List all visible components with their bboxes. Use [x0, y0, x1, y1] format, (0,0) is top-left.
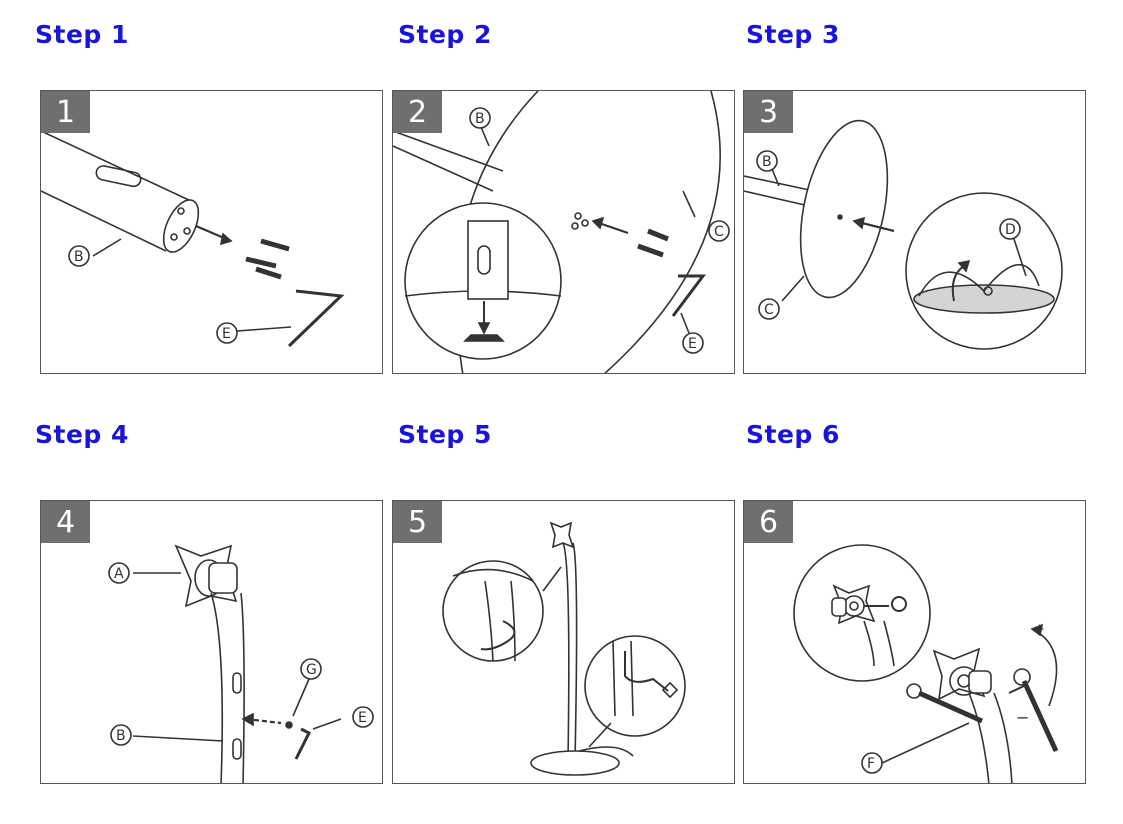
step-6-illustration: F + − [793, 544, 1059, 783]
pad-d [913, 284, 1055, 314]
step-4-illustration: A G E B [108, 544, 374, 783]
leader-c [682, 190, 696, 218]
detail-zoom-top [442, 560, 544, 662]
step-4-panel: 4 A G E B [40, 500, 383, 784]
screw-g [285, 721, 293, 729]
step-2-illustration: B C E [393, 91, 730, 373]
step-4-badge: 4 [41, 501, 90, 543]
cable [578, 746, 634, 757]
screws [637, 228, 669, 258]
wrench-f-left [917, 690, 984, 724]
step-5-title: Step 5 [398, 420, 492, 449]
hex-key-e [287, 289, 345, 348]
tube-b [393, 130, 504, 192]
step-6-panel: 6 F + − [743, 500, 1086, 784]
step-1-illustration: B E [41, 130, 345, 348]
label-g: G [306, 662, 317, 678]
leader-top [542, 566, 562, 592]
label-e: E [358, 710, 367, 726]
label-f: F [867, 756, 875, 772]
step-3-illustration: B C D [744, 119, 1063, 350]
step-6-badge: 6 [744, 501, 793, 543]
pole-b [210, 592, 245, 783]
label-a: A [114, 566, 124, 582]
leader-b [771, 168, 780, 187]
arrow [245, 717, 282, 725]
plus-sign: + [1034, 622, 1045, 637]
leader-b [132, 735, 224, 742]
label-b: B [74, 249, 84, 265]
leader-g [292, 678, 310, 717]
step-6-title: Step 6 [746, 420, 840, 449]
label-e: E [688, 336, 697, 352]
base-plate-c [799, 119, 889, 299]
rotate-arrow [1035, 630, 1058, 707]
leader-e [680, 312, 690, 334]
detail-zoom-bottom [584, 635, 686, 737]
leader-e [236, 326, 292, 332]
step-1-panel: 1 B E [40, 90, 383, 374]
wrench-right [1021, 679, 1059, 753]
screws [245, 238, 290, 280]
minus-sign: − [1016, 708, 1029, 727]
leader-b [92, 238, 122, 257]
step-5-badge: 5 [393, 501, 442, 543]
leader-f [881, 722, 970, 764]
leader-b [480, 126, 490, 147]
step-5-illustration [442, 521, 686, 776]
step-1-title: Step 1 [35, 20, 129, 49]
hex-key-e [294, 727, 312, 760]
label-d: D [1005, 222, 1016, 238]
step-2-title: Step 2 [398, 20, 492, 49]
tube-b [41, 130, 192, 252]
step-4-title: Step 4 [35, 420, 129, 449]
step-2-badge: 2 [393, 91, 442, 133]
label-b: B [762, 154, 772, 170]
leader-e [312, 718, 342, 730]
leader-d [1013, 238, 1027, 277]
step-3-badge: 3 [744, 91, 793, 133]
tube-b [744, 175, 815, 207]
label-b: B [116, 728, 126, 744]
pole [968, 692, 1013, 783]
tube-slot [95, 165, 142, 188]
step-1-badge: 1 [41, 91, 90, 133]
label-c: C [764, 302, 774, 318]
step-3-panel: 3 B C D [743, 90, 1086, 374]
label-e-ring [216, 322, 238, 344]
label-b-ring [68, 245, 90, 267]
label-e: E [222, 326, 231, 342]
vesa-plate [549, 521, 575, 549]
hex-key-e [671, 274, 706, 317]
label-b: B [475, 111, 485, 127]
step-3-title: Step 3 [746, 20, 840, 49]
leader-c [781, 275, 805, 302]
pole [562, 542, 578, 762]
step-2-panel: 2 B C E [392, 90, 735, 374]
detail-zoom [905, 192, 1063, 350]
base-plate [530, 750, 620, 776]
label-c: C [714, 224, 724, 240]
leader-bottom [588, 722, 612, 748]
step-5-panel: 5 [392, 500, 735, 784]
